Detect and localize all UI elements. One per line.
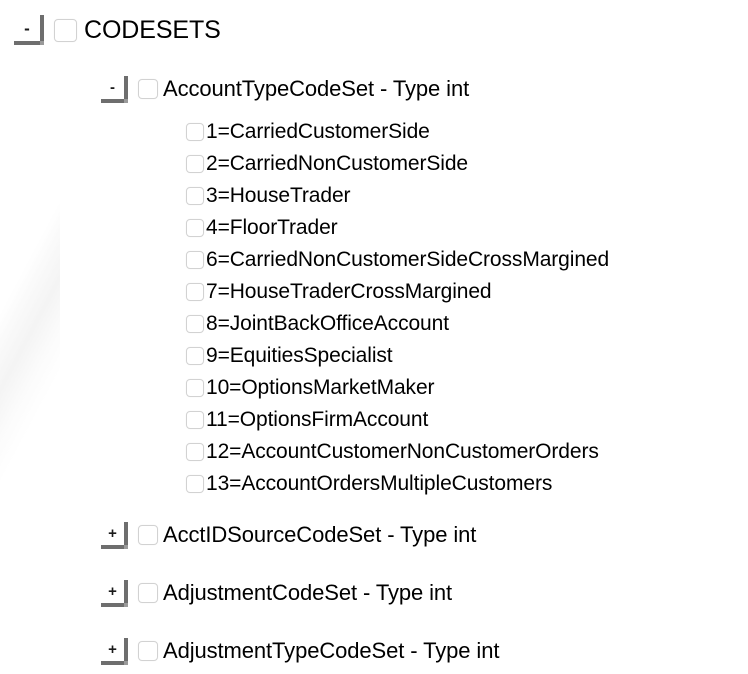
tree-leaf-item[interactable]: 13=AccountOrdersMultipleCustomers bbox=[0, 468, 748, 500]
tree-node-label-acctidsourcecodeset: AcctIDSourceCodeSet - Type int bbox=[163, 522, 477, 547]
expander-expand-icon-adjustmentcodeset[interactable]: + bbox=[101, 579, 128, 607]
expander-expand-icon-acctidsourcecodeset[interactable]: + bbox=[101, 521, 128, 549]
checkbox-leaf[interactable] bbox=[186, 251, 204, 269]
checkbox-leaf[interactable] bbox=[186, 315, 204, 333]
tree-node-adjustmentcodeset[interactable]: + AdjustmentCodeSet - Type int bbox=[0, 570, 748, 616]
checkbox-leaf[interactable] bbox=[186, 379, 204, 397]
expander-collapse-icon-accounttypecodeset[interactable]: - bbox=[101, 75, 128, 103]
tree-node-codesets[interactable]: - CODESETS bbox=[0, 0, 748, 54]
expander-collapse-icon-codesets[interactable]: - bbox=[14, 15, 44, 45]
checkbox-leaf[interactable] bbox=[186, 347, 204, 365]
tree-node-label-codesets: CODESETS bbox=[84, 15, 221, 44]
checkbox-leaf[interactable] bbox=[186, 219, 204, 237]
tree-leaf-label: 8=JointBackOfficeAccount bbox=[206, 312, 449, 335]
tree-leaf-item[interactable]: 3=HouseTrader bbox=[0, 180, 748, 212]
tree-leaf-item[interactable]: 12=AccountCustomerNonCustomerOrders bbox=[0, 436, 748, 468]
tree-node-label-adjustmenttypecodeset: AdjustmentTypeCodeSet - Type int bbox=[163, 638, 500, 663]
expander-expand-icon-adjustmenttypecodeset[interactable]: + bbox=[101, 637, 128, 665]
tree-node-label-adjustmentcodeset: AdjustmentCodeSet - Type int bbox=[163, 580, 453, 605]
checkbox-leaf[interactable] bbox=[186, 123, 204, 141]
tree-leaf-label: 2=CarriedNonCustomerSide bbox=[206, 152, 468, 175]
checkbox-leaf[interactable] bbox=[186, 411, 204, 429]
checkbox-leaf[interactable] bbox=[186, 475, 204, 493]
tree-leaf-item[interactable]: 11=OptionsFirmAccount bbox=[0, 404, 748, 436]
tree-node-label-accounttypecodeset: AccountTypeCodeSet - Type int bbox=[163, 76, 470, 101]
tree-node-accounttypecodeset[interactable]: - AccountTypeCodeSet - Type int bbox=[0, 66, 748, 112]
tree-leaf-label: 7=HouseTraderCrossMargined bbox=[206, 280, 492, 303]
checkbox-acctidsourcecodeset[interactable] bbox=[138, 525, 158, 545]
tree-leaf-label: 3=HouseTrader bbox=[206, 184, 351, 207]
checkbox-leaf[interactable] bbox=[186, 155, 204, 173]
tree-leaf-item[interactable]: 4=FloorTrader bbox=[0, 212, 748, 244]
tree-node-acctidsourcecodeset[interactable]: + AcctIDSourceCodeSet - Type int bbox=[0, 512, 748, 558]
tree-leaf-item[interactable]: 10=OptionsMarketMaker bbox=[0, 372, 748, 404]
tree-leaf-label: 4=FloorTrader bbox=[206, 216, 338, 239]
tree-leaf-label: 6=CarriedNonCustomerSideCrossMargined bbox=[206, 248, 610, 271]
tree-leaf-item[interactable]: 7=HouseTraderCrossMargined bbox=[0, 276, 748, 308]
tree-leaf-label: 10=OptionsMarketMaker bbox=[206, 376, 435, 399]
checkbox-leaf[interactable] bbox=[186, 443, 204, 461]
tree-leaf-item[interactable]: 9=EquitiesSpecialist bbox=[0, 340, 748, 372]
leaf-list-accounttypecodeset: 1=CarriedCustomerSide 2=CarriedNonCustom… bbox=[0, 112, 748, 500]
tree-leaf-item[interactable]: 6=CarriedNonCustomerSideCrossMargined bbox=[0, 244, 748, 276]
tree-leaf-label: 12=AccountCustomerNonCustomerOrders bbox=[206, 440, 599, 463]
checkbox-adjustmentcodeset[interactable] bbox=[138, 583, 158, 603]
tree-leaf-item[interactable]: 1=CarriedCustomerSide bbox=[0, 116, 748, 148]
checkbox-codesets[interactable] bbox=[54, 18, 77, 42]
tree-leaf-label: 11=OptionsFirmAccount bbox=[206, 408, 429, 431]
tree-leaf-item[interactable]: 2=CarriedNonCustomerSide bbox=[0, 148, 748, 180]
tree-leaf-label: 9=EquitiesSpecialist bbox=[206, 344, 393, 367]
tree-node-adjustmenttypecodeset[interactable]: + AdjustmentTypeCodeSet - Type int bbox=[0, 628, 748, 674]
checkbox-leaf[interactable] bbox=[186, 187, 204, 205]
checkbox-accounttypecodeset[interactable] bbox=[138, 79, 158, 99]
checkbox-leaf[interactable] bbox=[186, 283, 204, 301]
tree-leaf-label: 1=CarriedCustomerSide bbox=[206, 120, 430, 143]
checkbox-adjustmenttypecodeset[interactable] bbox=[138, 641, 158, 661]
tree-leaf-item[interactable]: 8=JointBackOfficeAccount bbox=[0, 308, 748, 340]
tree-leaf-label: 13=AccountOrdersMultipleCustomers bbox=[206, 472, 553, 495]
